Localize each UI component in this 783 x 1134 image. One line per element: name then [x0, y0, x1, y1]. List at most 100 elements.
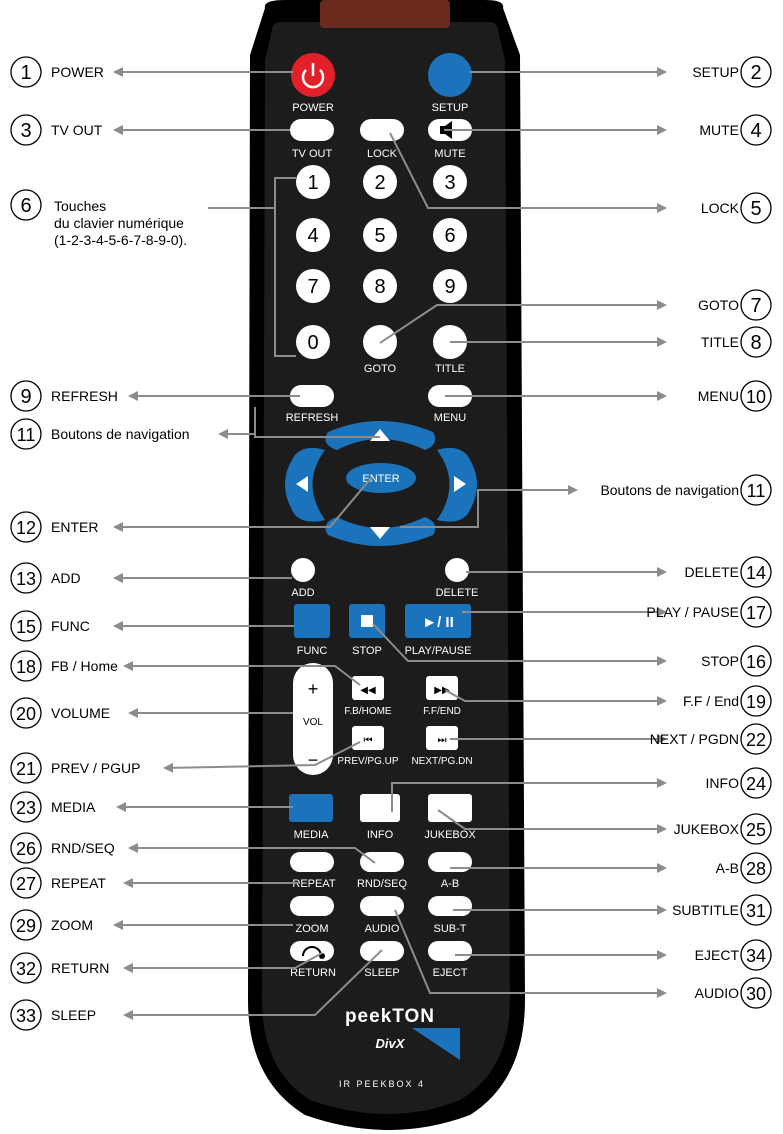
playpause-key-label: PLAY/PAUSE	[405, 645, 472, 657]
subt-button[interactable]	[428, 896, 472, 916]
digit-2-button[interactable]: 2	[363, 165, 397, 199]
callout-25-number: 25	[746, 820, 766, 840]
digit-0-button[interactable]: 0	[296, 325, 330, 359]
callout-27: 27REPEAT	[11, 868, 106, 898]
callout-17-text: PLAY / PAUSE	[646, 604, 739, 620]
callout-28-text: A-B	[716, 860, 739, 876]
tvout-key-label: TV OUT	[292, 148, 333, 160]
digit-6-button[interactable]: 6	[433, 218, 467, 252]
callout-32-text: RETURN	[51, 960, 109, 976]
callout-8-number: 8	[750, 332, 761, 354]
callout-12-number: 12	[16, 518, 36, 538]
digit-1-label: 1	[307, 172, 318, 194]
rndseq-button[interactable]	[360, 852, 404, 872]
digit-4-button[interactable]: 4	[296, 218, 330, 252]
digit-7-button[interactable]: 7	[296, 269, 330, 303]
digit-3-button[interactable]: 3	[433, 165, 467, 199]
func-key-label: FUNC	[297, 645, 328, 657]
callout-18-number: 18	[16, 657, 36, 677]
callout-7-number: 7	[750, 295, 761, 317]
info-key-label: INFO	[367, 829, 394, 841]
lock-button[interactable]	[360, 119, 404, 141]
callout-11-right-text: Boutons de navigation	[600, 482, 739, 498]
rewind-icon: ◀◀	[360, 685, 376, 696]
fb-key-label: F.B/HOME	[344, 706, 392, 717]
callout-11-right: Boutons de navigation11	[600, 475, 771, 505]
eject-button[interactable]	[428, 941, 472, 961]
digit-1-button[interactable]: 1	[296, 165, 330, 199]
add-key-label: ADD	[291, 587, 314, 599]
callout-1-number: 1	[20, 62, 31, 84]
callout-33-text: SLEEP	[51, 1007, 96, 1023]
eject-key-label: EJECT	[433, 967, 468, 979]
callout-12: 12 ENTER	[11, 512, 98, 542]
power-button[interactable]	[291, 53, 335, 97]
audio-button[interactable]	[360, 896, 404, 916]
delete-button[interactable]	[445, 558, 469, 582]
repeat-button[interactable]	[290, 852, 334, 872]
callout-9-text: REFRESH	[51, 388, 118, 404]
callout-6-text-3: (1-2-3-4-5-6-7-8-9-0).	[54, 232, 187, 248]
callout-24: INFO24	[706, 768, 771, 798]
digit-4-label: 4	[307, 225, 318, 247]
callout-15-text: FUNC	[51, 618, 90, 634]
callout-4-number: 4	[750, 120, 761, 142]
volume-label: VOL	[303, 717, 323, 728]
callout-11-left-number: 11	[17, 425, 36, 445]
callout-19-number: 19	[746, 692, 766, 712]
ab-key-label: A-B	[441, 878, 459, 890]
zoom-button[interactable]	[290, 896, 334, 916]
callout-26-number: 26	[16, 839, 36, 859]
callout-9-number: 9	[20, 386, 31, 408]
info-button[interactable]	[360, 794, 400, 822]
digit-9-button[interactable]: 9	[433, 269, 467, 303]
play-pause-icon: ►/ II	[422, 614, 454, 631]
callout-16: STOP16	[701, 646, 771, 676]
callout-12-text: ENTER	[51, 519, 98, 535]
callout-5-text: LOCK	[701, 200, 740, 216]
digit-5-button[interactable]: 5	[363, 218, 397, 252]
digit-7-label: 7	[307, 276, 318, 298]
brand-logo: peekTON	[345, 1006, 435, 1027]
callout-15-number: 15	[16, 617, 36, 637]
add-button[interactable]	[291, 558, 315, 582]
callout-20: 20VOLUME	[11, 698, 110, 728]
callout-14-number: 14	[746, 563, 766, 583]
digit-2-label: 2	[374, 172, 385, 194]
callout-3: 3TV OUT	[11, 115, 103, 145]
setup-button[interactable]	[428, 53, 472, 97]
zoom-key-label: ZOOM	[296, 923, 329, 935]
tvout-button[interactable]	[290, 119, 334, 141]
callout-25-text: JUKEBOX	[674, 821, 740, 837]
callout-27-text: REPEAT	[51, 875, 106, 891]
func-button[interactable]	[294, 604, 330, 638]
callout-32: 32 RETURN	[11, 953, 109, 983]
volume-up-icon: +	[308, 679, 319, 699]
callout-2-text: SETUP	[692, 64, 739, 80]
callout-30-number: 30	[746, 984, 766, 1004]
delete-key-label: DELETE	[436, 587, 479, 599]
callout-34: EJECT34	[695, 940, 771, 970]
media-button[interactable]	[289, 794, 333, 822]
digit-8-button[interactable]: 8	[363, 269, 397, 303]
callout-6: 6 Touches du clavier numérique (1-2-3-4-…	[11, 190, 187, 248]
callout-22: NEXT / PGDN22	[650, 724, 771, 754]
callout-22-text: NEXT / PGDN	[650, 731, 739, 747]
callout-23-number: 23	[16, 798, 36, 818]
menu-key-label: MENU	[434, 412, 466, 424]
callout-2: SETUP2	[692, 57, 771, 87]
callout-32-number: 32	[16, 959, 36, 979]
callout-17-number: 17	[746, 603, 766, 623]
callout-10-number: 10	[746, 387, 766, 407]
digit-6-label: 6	[444, 225, 455, 247]
callout-31-text: SUBTITLE	[672, 902, 739, 918]
callout-16-number: 16	[746, 652, 766, 672]
stop-icon	[361, 615, 373, 627]
callout-10-text: MENU	[698, 388, 739, 404]
model-label: IR PEEKBOX 4	[339, 1079, 425, 1089]
callout-13-number: 13	[16, 569, 36, 589]
skip-forward-icon: ⏭	[438, 735, 447, 746]
